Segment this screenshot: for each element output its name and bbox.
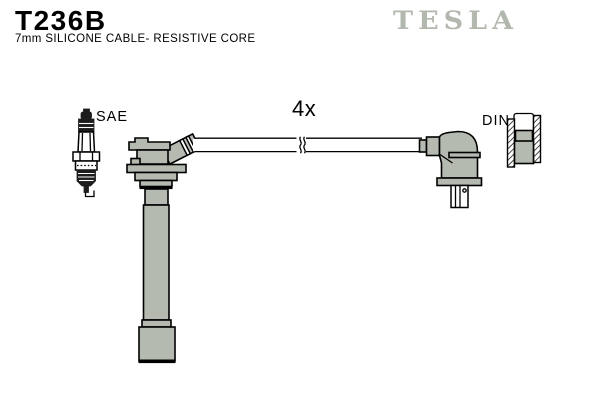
product-description: 7mm SILICONE CABLE- RESISTIVE CORE: [15, 33, 256, 45]
din-terminal-pin-icon: [450, 184, 469, 209]
part-number: T236B: [15, 5, 107, 36]
din-terminal-cap-icon: [506, 112, 542, 168]
spark-plug-icon: [72, 108, 101, 198]
cable-break-mark-icon: [296, 136, 306, 154]
quantity-label: 4x: [292, 96, 317, 121]
din-boot-icon: [418, 130, 483, 209]
sae-label: SAE: [96, 109, 129, 125]
ignition-cable-icon: [193, 136, 422, 154]
din-label: DIN: [482, 113, 510, 129]
sae-boot-icon: [126, 132, 202, 364]
tesla-logo: TESLA: [393, 7, 519, 36]
